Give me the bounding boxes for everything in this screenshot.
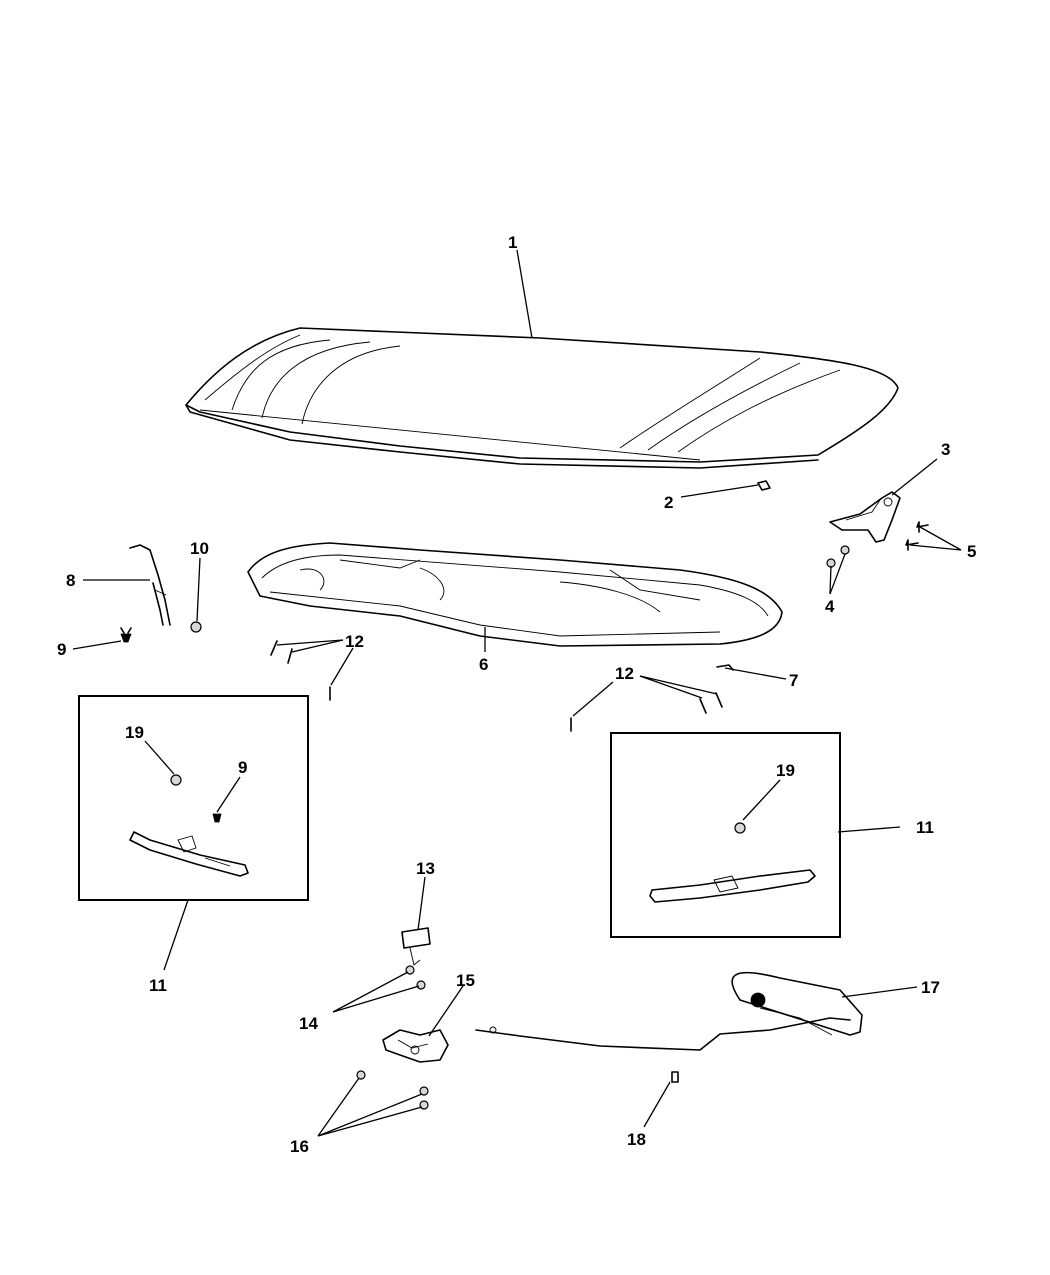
hardware-item-14 <box>405 965 426 990</box>
callout-11-right: 11 <box>916 818 934 837</box>
callout-9-top: 9 <box>57 640 66 659</box>
hood-seal-detail-left <box>129 774 249 877</box>
hardware-item-5 <box>905 521 929 551</box>
hood-seal-detail-right <box>649 822 816 903</box>
callout-6: 6 <box>479 655 488 674</box>
callout-10: 10 <box>190 539 209 558</box>
hardware-item-10 <box>190 621 202 633</box>
callout-13: 13 <box>416 859 435 878</box>
hardware-item-4 <box>826 545 850 568</box>
callout-8: 8 <box>66 571 75 590</box>
callout-19-right: 19 <box>776 761 795 780</box>
hardware-item-16 <box>356 1070 429 1110</box>
release-handle <box>731 971 863 1036</box>
hardware-item-9 <box>120 627 132 643</box>
callout-1: 1 <box>508 233 517 252</box>
detail-box-right <box>610 732 841 938</box>
callout-2: 2 <box>664 493 673 512</box>
release-cable <box>475 1017 851 1051</box>
callout-12-left: 12 <box>345 632 364 651</box>
callout-18: 18 <box>627 1130 646 1149</box>
callout-9-box: 9 <box>238 758 247 777</box>
callout-12-right: 12 <box>615 664 634 683</box>
callout-4: 4 <box>825 597 835 616</box>
callout-17: 17 <box>921 978 940 997</box>
hardware-item-7 <box>716 664 734 671</box>
hardware-item-2 <box>757 480 771 491</box>
callout-labels: 1 2 3 4 5 6 7 8 9 10 12 12 19 9 11 19 11… <box>57 233 976 1156</box>
hood-hinge <box>829 491 901 543</box>
callout-15: 15 <box>456 971 475 990</box>
hardware-item-18 <box>671 1071 679 1083</box>
hood-prop-rod <box>129 544 171 626</box>
callout-11-left: 11 <box>149 976 167 995</box>
callout-14: 14 <box>299 1014 318 1033</box>
hood-panel <box>185 327 899 469</box>
callout-19-left: 19 <box>125 723 144 742</box>
latch-striker <box>401 927 431 966</box>
callout-16: 16 <box>290 1137 309 1156</box>
callout-3: 3 <box>941 440 950 459</box>
hood-latch <box>382 1029 449 1063</box>
detail-box-left <box>78 695 309 901</box>
hood-silencer-pad <box>247 542 783 647</box>
callout-5: 5 <box>967 542 976 561</box>
callout-7: 7 <box>789 671 798 690</box>
hardware-item-12 <box>270 640 723 732</box>
leader-lines <box>72 249 962 1137</box>
